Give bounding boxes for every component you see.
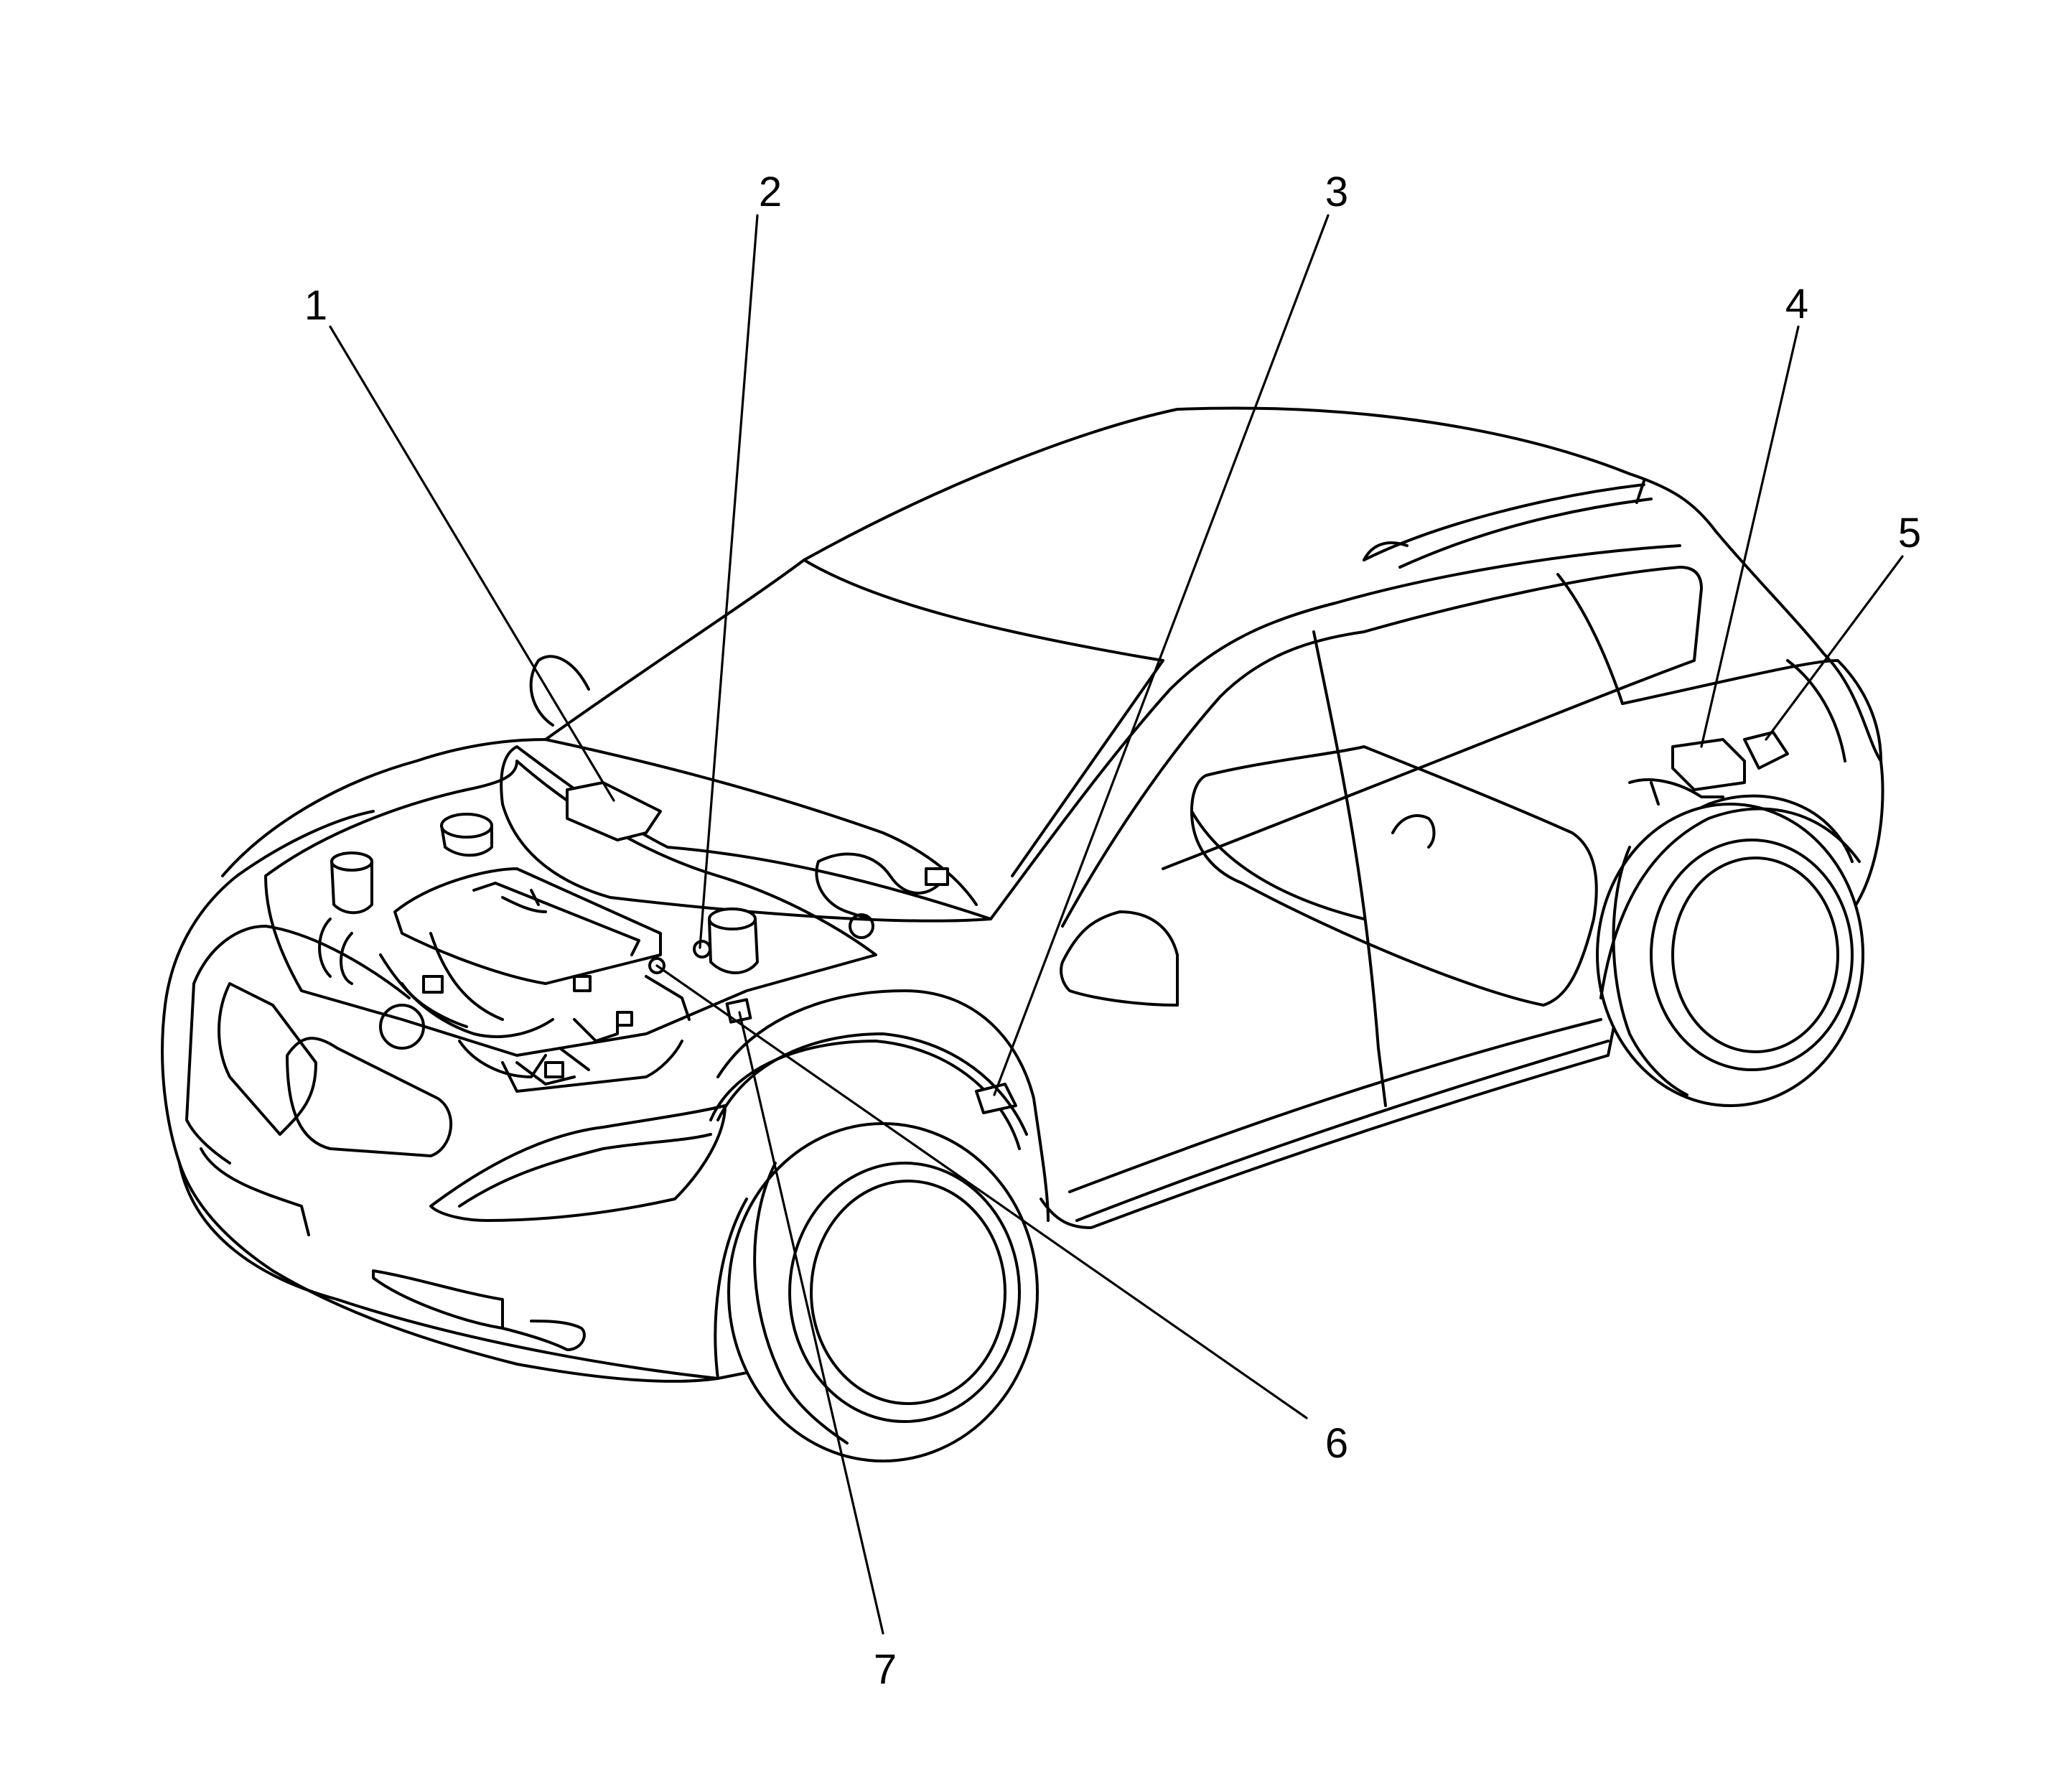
leader-7 bbox=[738, 1011, 884, 1635]
rear-rim-inner bbox=[1671, 857, 1839, 1053]
leader-1 bbox=[329, 325, 615, 802]
engine-connector-a bbox=[422, 975, 444, 994]
harness-plug bbox=[849, 913, 874, 939]
bumper-lower-lip bbox=[178, 1162, 755, 1380]
rear-quarter bbox=[1621, 659, 1884, 928]
roof-rail bbox=[1363, 480, 1645, 561]
front-grille-lower bbox=[286, 1037, 452, 1157]
component-5-bracket bbox=[1743, 731, 1789, 770]
engine-connector-b bbox=[544, 1061, 564, 1078]
leader-3 bbox=[993, 214, 1330, 1096]
component-4-module bbox=[1671, 738, 1746, 791]
front-wheel bbox=[727, 1122, 1039, 1462]
brake-reservoir bbox=[708, 918, 759, 974]
leader-5 bbox=[1765, 555, 1904, 741]
component-7-relay bbox=[725, 998, 752, 1024]
vehicle-illustration bbox=[161, 406, 1884, 1383]
engine-cover bbox=[393, 867, 662, 985]
callout-4: 4 bbox=[1785, 281, 1808, 327]
front-rim-inner bbox=[810, 1180, 1006, 1405]
coolant-reservoir-cap bbox=[330, 851, 373, 872]
rear-fender-edge bbox=[1599, 807, 1861, 999]
front-tire-outer bbox=[727, 1122, 1039, 1462]
valve-cover bbox=[472, 882, 640, 956]
engine-components bbox=[458, 975, 691, 1086]
fog-lamp bbox=[501, 1320, 586, 1351]
rear-wheel bbox=[1596, 803, 1864, 1107]
engine-bay-outline bbox=[264, 760, 877, 1057]
grille-frame bbox=[185, 925, 411, 1165]
radiator-support bbox=[501, 1040, 683, 1093]
left-mirror bbox=[529, 655, 590, 727]
door-lower-line bbox=[1068, 1018, 1610, 1222]
headlamp-inner bbox=[458, 1133, 712, 1208]
rear-seat-inner bbox=[1190, 810, 1436, 920]
component-4-mount bbox=[1628, 778, 1724, 806]
callout-labels: 1 2 3 4 5 6 7 bbox=[304, 169, 1921, 1693]
callout-3: 3 bbox=[1325, 169, 1348, 215]
side-window-frame bbox=[1061, 566, 1703, 928]
brake-reservoir-cap bbox=[708, 907, 757, 930]
callout-1: 1 bbox=[304, 282, 327, 329]
wiring-harness bbox=[815, 852, 942, 920]
front-rim bbox=[788, 1162, 1021, 1423]
engine-connector-d bbox=[616, 1011, 633, 1027]
front-fascia bbox=[221, 738, 547, 877]
rear-tire-tread bbox=[1612, 846, 1688, 1096]
callout-6: 6 bbox=[1325, 1420, 1348, 1467]
lower-intake bbox=[200, 1147, 504, 1330]
rear-rim bbox=[1650, 839, 1854, 1071]
harness-connector bbox=[925, 867, 949, 886]
leader-6 bbox=[655, 964, 1308, 1419]
front-grille-upper bbox=[218, 982, 317, 1136]
side-mirror bbox=[1060, 910, 1179, 1007]
intake-manifold bbox=[379, 932, 554, 1038]
component-2-sensor bbox=[693, 940, 711, 958]
callout-2: 2 bbox=[759, 169, 782, 215]
engine-compartment bbox=[264, 760, 949, 1093]
callout-5: 5 bbox=[1898, 510, 1921, 556]
rear-seat bbox=[1190, 745, 1598, 1007]
leader-lines bbox=[329, 214, 1904, 1635]
left-strut-cap bbox=[440, 813, 493, 839]
hood bbox=[500, 745, 992, 923]
rear-tire-outer bbox=[1596, 803, 1864, 1107]
front-fender bbox=[716, 989, 1050, 1222]
c-pillar bbox=[1556, 573, 1624, 705]
engine-connector-c bbox=[573, 975, 592, 992]
leader-2 bbox=[699, 214, 759, 949]
rocker-panel bbox=[1040, 1018, 1617, 1229]
callout-7: 7 bbox=[874, 1646, 897, 1693]
roof-rail-lower bbox=[1398, 498, 1653, 569]
leader-4 bbox=[1700, 325, 1800, 748]
roof-rear bbox=[1628, 472, 1882, 762]
air-intake-duct bbox=[318, 918, 353, 985]
roof-outline bbox=[544, 406, 1631, 741]
coolant-reservoir bbox=[330, 860, 373, 915]
front-tire-tread bbox=[753, 1162, 849, 1445]
headlamp bbox=[429, 1104, 727, 1222]
a-pillar bbox=[989, 544, 1681, 920]
left-strut-tower bbox=[440, 824, 493, 857]
throttle-body bbox=[379, 1004, 425, 1050]
b-pillar bbox=[1312, 630, 1387, 1107]
